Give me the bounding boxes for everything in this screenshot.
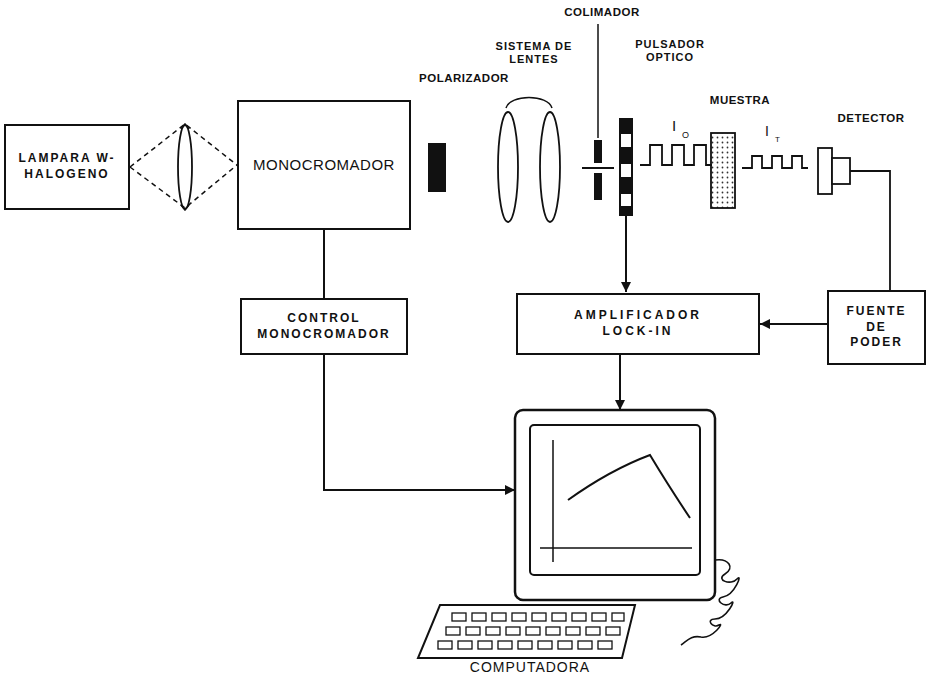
intensity-subscript: T <box>775 135 785 145</box>
chopper-slot <box>621 164 631 177</box>
polarizer-block <box>428 143 446 192</box>
detector-body <box>818 148 832 194</box>
signal-connector <box>323 230 325 298</box>
signal-connector <box>324 355 515 490</box>
collimator-plate <box>594 173 602 200</box>
lock-in-box: AMPLIFICADOR LOCK-IN <box>516 293 760 355</box>
keyboard-outline <box>418 605 635 658</box>
transmitted-pulse-train <box>742 156 808 168</box>
light-beam <box>130 124 237 208</box>
leader-line <box>597 24 599 138</box>
lens-symbol <box>498 112 518 222</box>
detector-wire <box>850 171 890 290</box>
part-label: COLIMADOR <box>556 6 648 20</box>
part-label: MUESTRA <box>700 94 780 108</box>
box-label: AMPLIFICADOR LOCK-IN <box>553 308 723 339</box>
box-label: LAMPARA W-HALOGENO <box>11 151 123 182</box>
signal-connector <box>619 355 621 410</box>
collimator-plate <box>594 140 602 163</box>
box-label: CONTROL MONOCROMADOR <box>254 311 394 342</box>
box-label: FUENTE DE PODER <box>839 304 915 351</box>
part-label: POLARIZADOR <box>412 72 516 86</box>
incident-pulse-train <box>640 145 712 165</box>
plot-curve <box>568 455 690 518</box>
box-label: MONOCROMADOR <box>244 155 404 175</box>
collimator-slit <box>582 167 614 169</box>
detector-body <box>832 158 850 184</box>
power-supply-box: FUENTE DE PODER <box>827 290 926 365</box>
computer-label: COMPUTADORA <box>400 658 660 676</box>
keyboard-keys <box>438 613 624 649</box>
monitor-bezel <box>515 410 715 600</box>
chopper-bar <box>619 118 633 216</box>
lens-tips <box>181 124 189 210</box>
computer-monitor: COMPUTADORA <box>515 410 715 600</box>
lamp-box: LAMPARA W-HALOGENO <box>4 124 130 210</box>
part-label: PULSADOR OPTICO <box>630 38 710 64</box>
monochromator-box: MONOCROMADOR <box>237 100 411 230</box>
plot-axes <box>540 440 692 562</box>
part-label: SISTEMA DE LENTES <box>492 40 576 66</box>
monitor-screen <box>530 425 700 575</box>
chopper-slot <box>621 194 631 206</box>
lens-bracket <box>506 98 552 109</box>
signal-connector <box>760 323 827 325</box>
chopper-slot <box>621 134 631 147</box>
controller-box: CONTROL MONOCROMADOR <box>240 298 408 355</box>
sample-slab <box>711 133 735 208</box>
intensity-subscript: O <box>682 130 692 141</box>
lens-symbol <box>178 125 192 209</box>
keyboard-cable <box>681 560 739 645</box>
part-label: DETECTOR <box>826 112 916 126</box>
reference-signal-line <box>625 216 627 292</box>
lens-symbol <box>540 112 560 222</box>
